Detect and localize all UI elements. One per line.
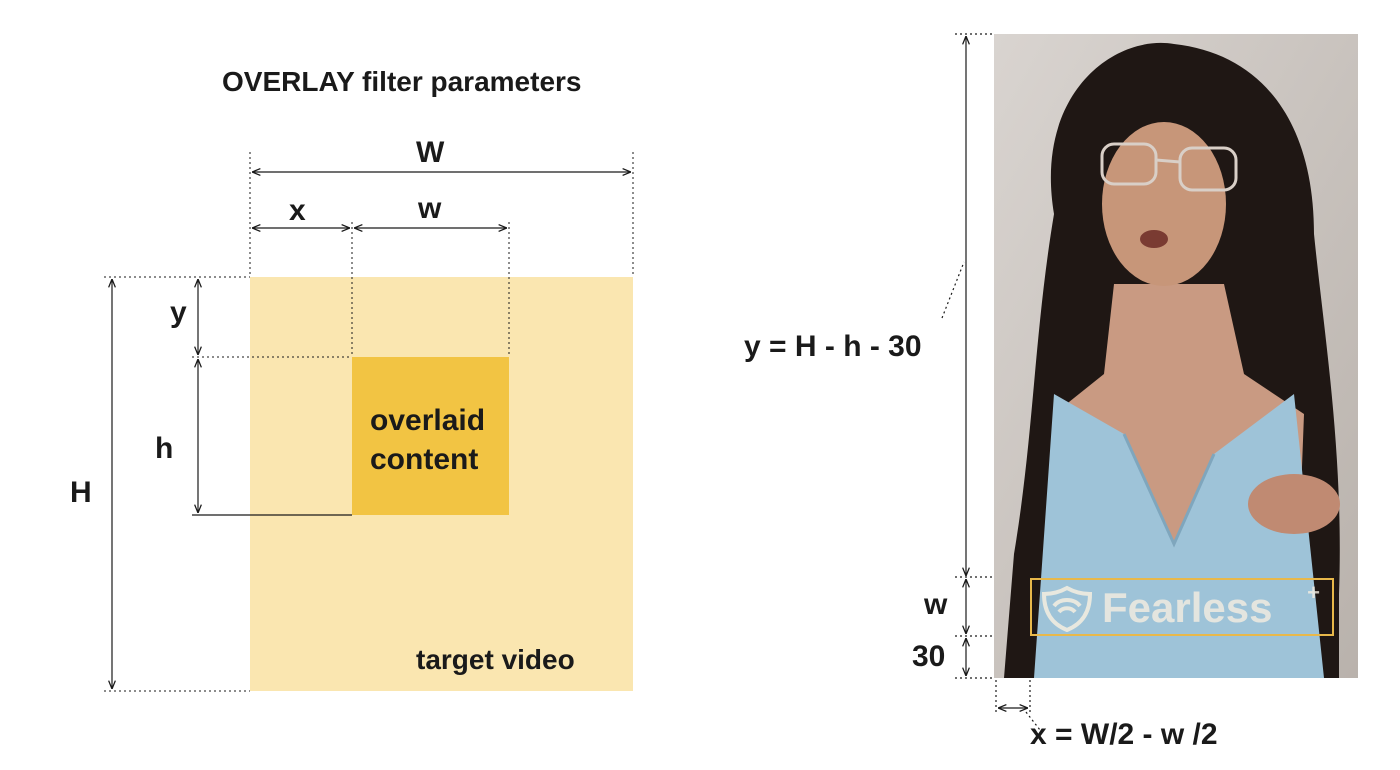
logo-text: Fearless xyxy=(1102,584,1273,631)
target-video-frame xyxy=(994,34,1358,678)
label-W: W xyxy=(416,136,445,169)
dimension-arrows xyxy=(112,172,631,689)
label-H: H xyxy=(70,476,92,509)
person-photo xyxy=(994,34,1358,678)
label-y: y xyxy=(170,296,187,329)
overlaid-label-line2: content xyxy=(370,443,479,476)
label-x: x xyxy=(289,194,306,227)
margin-label: 30 xyxy=(912,640,946,673)
right-dimension-arrows xyxy=(941,33,1041,731)
logo-plus: + xyxy=(1307,580,1320,605)
label-h: h xyxy=(155,432,174,465)
overlaid-content-area xyxy=(352,357,509,515)
logo-overlay: Fearless + xyxy=(1030,578,1334,636)
w-right-label: w xyxy=(924,588,948,621)
x-formula: x = W/2 - w /2 xyxy=(1030,718,1218,751)
guide-lines xyxy=(104,152,634,692)
target-video-label: target video xyxy=(416,644,575,675)
y-formula: y = H - h - 30 xyxy=(744,330,922,363)
diagram-title: OVERLAY filter parameters xyxy=(222,66,582,97)
shield-logo-icon xyxy=(1041,585,1093,632)
label-w: w xyxy=(418,192,442,225)
overlaid-label-line1: overlaid xyxy=(370,404,486,437)
